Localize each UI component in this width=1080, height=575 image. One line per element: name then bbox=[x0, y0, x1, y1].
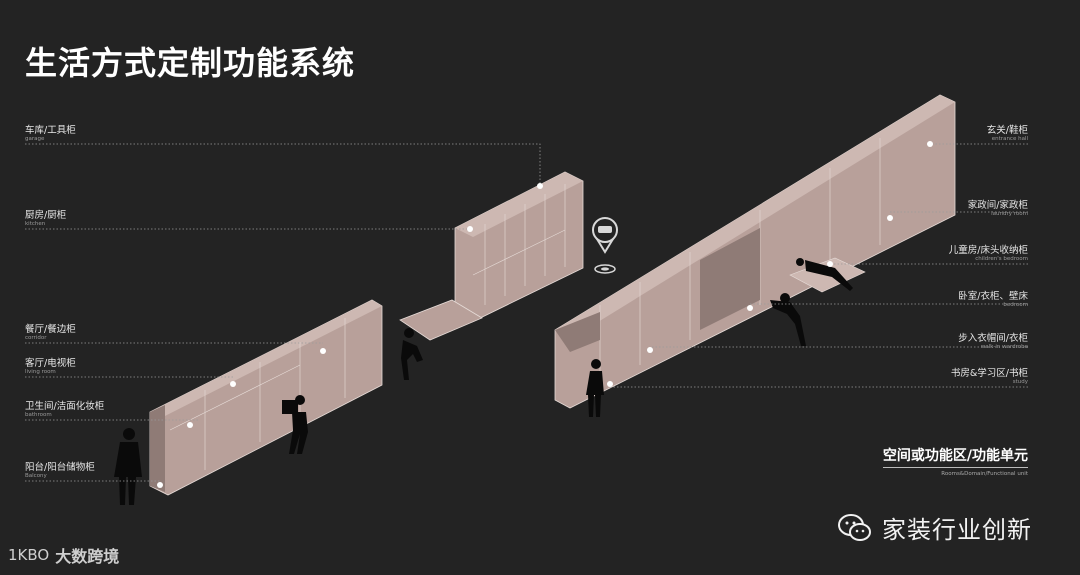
left-cabinet-run bbox=[150, 172, 583, 495]
legend: 空间或功能区/功能单元 Rooms&Domain/Functional unit bbox=[883, 445, 1028, 477]
legend-subtitle: Rooms&Domain/Functional unit bbox=[883, 471, 1028, 477]
right-cabinet-run bbox=[555, 95, 955, 408]
brand-logo: 1KBO 大数跨境 bbox=[8, 543, 119, 567]
brand-mark: 1KBO bbox=[8, 546, 49, 564]
car-location-pin-icon bbox=[593, 218, 617, 273]
brand-text: 大数跨境 bbox=[55, 543, 119, 567]
wechat-watermark: 家装行业创新 bbox=[838, 510, 1032, 545]
legend-title: 空间或功能区/功能单元 bbox=[883, 445, 1028, 468]
watermark-text: 家装行业创新 bbox=[882, 510, 1032, 545]
left-upper-front bbox=[455, 172, 583, 322]
balcony-shelf bbox=[150, 405, 165, 492]
wechat-icon bbox=[838, 513, 872, 543]
